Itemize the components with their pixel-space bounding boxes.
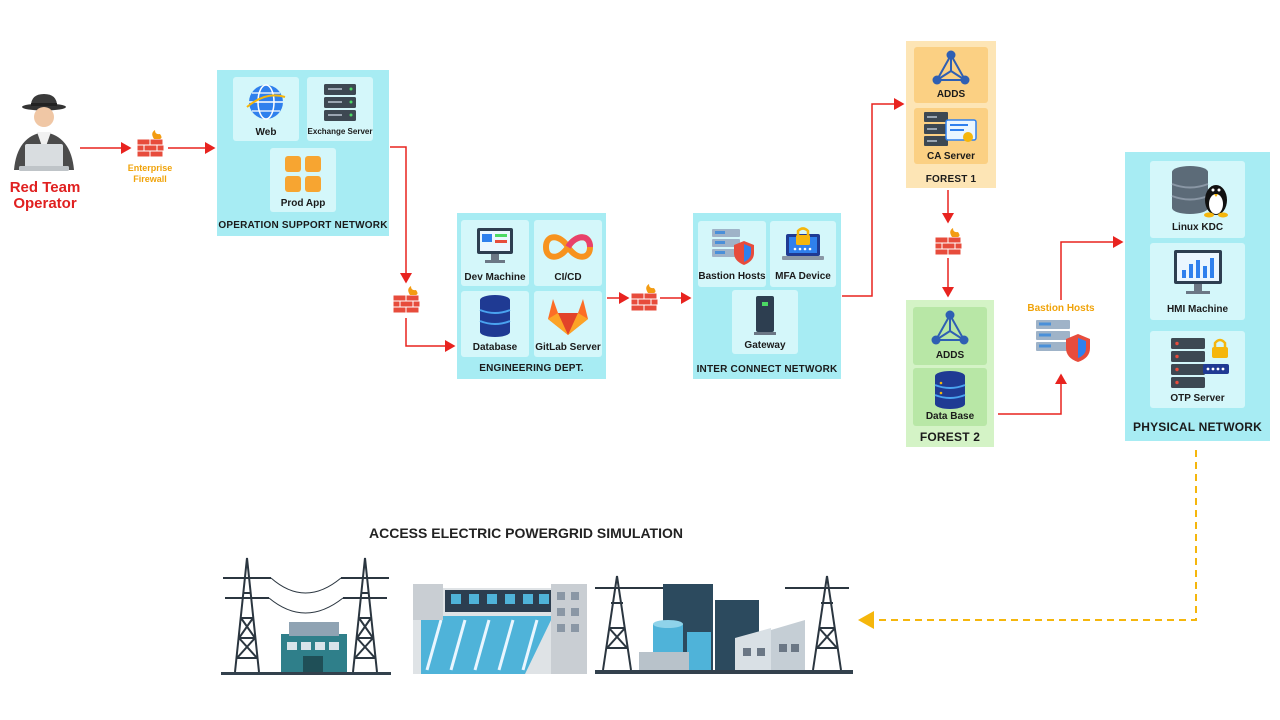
power-plant-icon: [595, 575, 853, 674]
operation-support-network: Web Exchange Server Prod App OPERATION S…: [217, 70, 389, 236]
globe-icon: [246, 84, 286, 120]
linux-server-icon: [1171, 166, 1228, 218]
network-nodes-icon: [931, 310, 969, 345]
server-rack-icon: [324, 84, 356, 121]
infinity-icon: [542, 234, 594, 260]
firewall-icon: [392, 286, 421, 314]
red-team-operator: Red Team Operator: [5, 92, 83, 212]
prod-app-label: Prod App: [280, 198, 326, 209]
interconnect-title: INTER CONNECT NETWORK: [696, 364, 838, 375]
data-base-tile[interactable]: Data Base: [913, 368, 987, 426]
arrow-forest2-to-bastion: [998, 373, 1067, 415]
web-tile[interactable]: Web: [233, 77, 299, 141]
hydro-dam-icon: [413, 584, 587, 674]
arrow-physical-to-grid: [858, 450, 1197, 629]
hmi-machine-tile[interactable]: HMI Machine: [1150, 243, 1245, 320]
exchange-server-label: Exchange Server: [307, 127, 373, 136]
database-label: Database: [472, 342, 518, 353]
inter-connect-network: Bastion Hosts MFA Device Gateway INTER C…: [693, 213, 841, 379]
bastion-hosts-tile[interactable]: Bastion Hosts: [698, 221, 766, 287]
data-base-label: Data Base: [925, 411, 975, 422]
osn-title: OPERATION SUPPORT NETWORK: [218, 220, 388, 231]
mfa-device-tile[interactable]: MFA Device: [770, 221, 836, 287]
forest-2: ADDS Data Base FOREST 2: [906, 300, 994, 447]
arrow-bastion-to-physical: [1060, 236, 1124, 300]
adds-tile-forest2[interactable]: ADDS: [913, 307, 987, 365]
enterprise-firewall-line1: Enterprise: [127, 163, 173, 173]
prod-app-tile[interactable]: Prod App: [270, 148, 336, 212]
operator-label-line2: Operator: [13, 195, 77, 212]
database-icon: [934, 371, 966, 409]
dev-machine-label: Dev Machine: [464, 272, 526, 283]
adds-tile-forest1[interactable]: ADDS: [914, 47, 988, 103]
physical-network: Linux KDC HMI Machine OTP Server PHYSICA…: [1125, 152, 1270, 441]
arrow-fw2-to-eng: [405, 318, 456, 352]
exchange-server-tile[interactable]: Exchange Server: [307, 77, 373, 141]
server-shield-icon: [712, 229, 754, 265]
gitlab-icon: [548, 299, 588, 335]
substation-icon: [221, 557, 391, 675]
forest1-title: FOREST 1: [925, 174, 977, 185]
enterprise-firewall-line2: Firewall: [133, 174, 167, 184]
forest2-title: FOREST 2: [919, 430, 981, 444]
arrow-icn-to-forest1: [842, 98, 905, 297]
linux-kdc-tile[interactable]: Linux KDC: [1150, 161, 1245, 238]
firewall-icon: [630, 284, 659, 312]
monitor-chart-icon: [1173, 250, 1222, 294]
arrow-osn-to-fw2: [390, 146, 412, 284]
dev-machine-tile[interactable]: Dev Machine: [461, 220, 529, 286]
gateway-tower-icon: [754, 296, 776, 335]
linux-kdc-label: Linux KDC: [1171, 222, 1224, 233]
server-certificate-icon: [924, 112, 977, 146]
gitlab-server-tile[interactable]: GitLab Server: [534, 291, 602, 357]
engineering-title: ENGINEERING DEPT.: [479, 363, 584, 374]
otp-server-tile[interactable]: OTP Server: [1150, 331, 1245, 408]
forest-1: ADDS CA Server FOREST 1: [906, 41, 996, 188]
web-label: Web: [255, 127, 277, 138]
database-tile[interactable]: Database: [461, 291, 529, 357]
otp-server-label: OTP Server: [1170, 393, 1225, 404]
operator-label-line1: Red Team: [9, 179, 81, 196]
gitlab-server-label: GitLab Server: [535, 342, 601, 353]
network-nodes-icon: [932, 50, 970, 85]
laptop-lock-icon: [782, 227, 824, 260]
bastion-hosts-label: Bastion Hosts: [698, 271, 766, 282]
database-icon: [479, 295, 511, 337]
gateway-label: Gateway: [744, 340, 786, 351]
adds-label-forest1: ADDS: [936, 89, 966, 100]
firewall-icon: [934, 228, 963, 256]
powergrid-title: ACCESS ELECTRIC POWERGRID SIMULATION: [369, 525, 683, 541]
app-grid-icon: [285, 156, 321, 192]
monitor-code-icon: [477, 228, 513, 263]
ca-server-label: CA Server: [927, 151, 975, 162]
hmi-machine-label: HMI Machine: [1166, 304, 1229, 315]
server-lock-icon: [1170, 338, 1229, 388]
cicd-label: CI/CD: [554, 272, 582, 283]
ca-server-tile[interactable]: CA Server: [914, 108, 988, 164]
hacker-icon: [14, 94, 74, 171]
server-shield-icon[interactable]: [1034, 316, 1092, 364]
engineering-dept: Dev Machine CI/CD Database GitLab Server…: [457, 213, 606, 379]
powergrid-illustration: [221, 557, 853, 675]
adds-label-forest2: ADDS: [935, 350, 965, 361]
bastion-standalone-label: Bastion Hosts: [1027, 303, 1095, 314]
physical-title: PHYSICAL NETWORK: [1133, 420, 1262, 434]
mfa-device-label: MFA Device: [775, 271, 831, 282]
gateway-tile[interactable]: Gateway: [732, 290, 798, 354]
firewall-icon: [136, 130, 165, 158]
cicd-tile[interactable]: CI/CD: [534, 220, 602, 286]
